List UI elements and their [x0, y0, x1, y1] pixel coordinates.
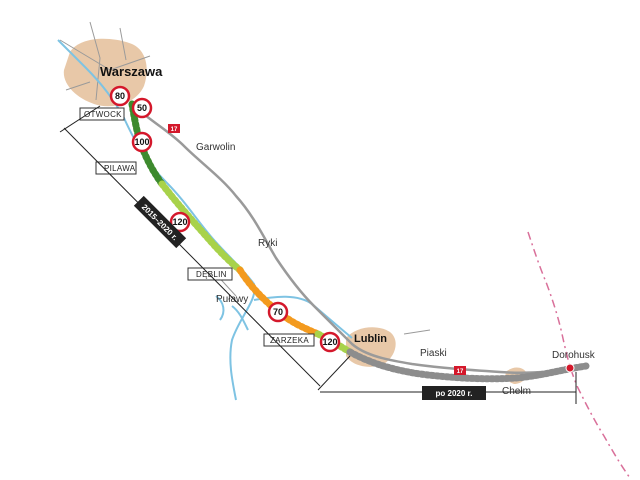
route-segment-east — [346, 348, 590, 383]
wisla-river — [57, 39, 256, 401]
station-box-zarzeka: ZARZEKA — [263, 333, 315, 347]
phase2-bar: po 2020 r. — [422, 386, 486, 400]
station-box-otwock: OTWOCK — [79, 107, 125, 121]
speed-sign-50: 50 — [131, 97, 153, 119]
city-label-dorohusk: Dorohusk — [552, 350, 596, 361]
svg-text:70: 70 — [273, 307, 283, 317]
city-label-garwolin: Garwolin — [196, 142, 235, 153]
svg-text:50: 50 — [137, 103, 147, 113]
phase1-tick-start — [59, 105, 101, 133]
city-label-piaski: Piaski — [420, 348, 447, 359]
phase1-dimension-line — [63, 127, 321, 387]
svg-text:100: 100 — [134, 137, 149, 147]
station-box-pilawa: PILAWA — [95, 161, 137, 175]
road-17-badge-north: 17 — [168, 124, 180, 133]
state-border — [527, 231, 631, 479]
svg-text:ZARZEKA: ZARZEKA — [270, 336, 309, 345]
speed-sign-120-b: 120 — [319, 331, 341, 353]
dorohusk-marker — [565, 363, 575, 373]
svg-text:DĘBLIN: DĘBLIN — [196, 270, 227, 279]
station-box-deblin: DĘBLIN — [187, 267, 233, 281]
route-segment-garwolin — [158, 180, 244, 274]
phase1-tick-end — [317, 355, 351, 391]
city-label-ryki: Ryki — [258, 238, 277, 249]
road-17-badge-east: 17 — [454, 366, 466, 375]
svg-text:OTWOCK: OTWOCK — [84, 110, 122, 119]
svg-text:120: 120 — [322, 337, 337, 347]
river-branch — [231, 305, 249, 331]
svg-text:17: 17 — [457, 369, 464, 375]
speed-sign-100: 100 — [131, 131, 153, 153]
city-label-lublin: Lublin — [354, 333, 387, 345]
minor-roads — [59, 21, 431, 335]
road-17 — [131, 103, 587, 374]
svg-text:PILAWA: PILAWA — [104, 164, 136, 173]
svg-text:80: 80 — [115, 91, 125, 101]
svg-text:po 2020 r.: po 2020 r. — [436, 389, 473, 398]
svg-text:120: 120 — [172, 217, 187, 227]
river-small — [215, 295, 225, 321]
speed-sign-70: 70 — [267, 301, 289, 323]
city-label-pulawy: Puławy — [216, 294, 248, 305]
speed-sign-80: 80 — [109, 85, 131, 107]
speed-sign-120-a: 120 — [169, 211, 191, 233]
svg-text:17: 17 — [171, 127, 178, 133]
city-label-warszawa: Warszawa — [100, 64, 163, 79]
